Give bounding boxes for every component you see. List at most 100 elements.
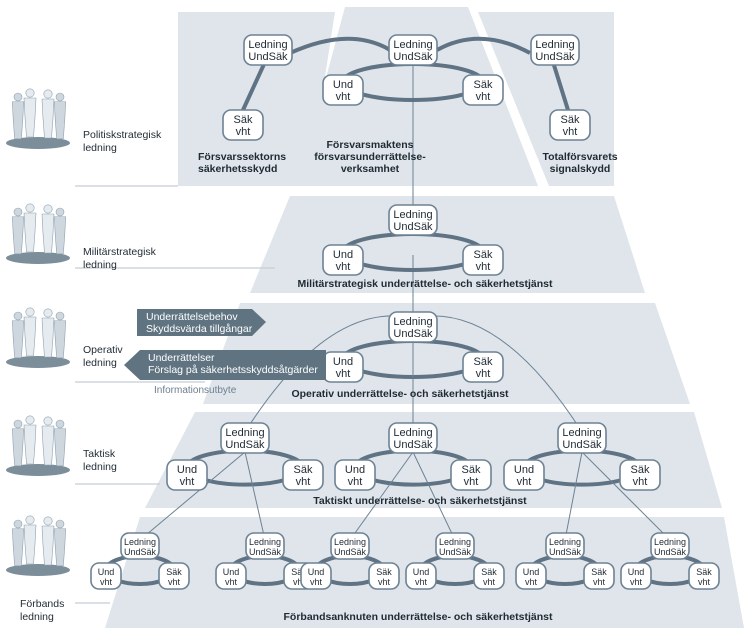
node-box bbox=[462, 74, 504, 106]
panel-forsvarsmakten bbox=[297, 7, 538, 186]
group-shadow bbox=[6, 137, 70, 149]
person-head bbox=[25, 88, 35, 98]
person-body bbox=[53, 320, 67, 359]
node-box bbox=[90, 562, 122, 590]
person-head bbox=[55, 92, 65, 102]
person-head bbox=[55, 311, 65, 321]
person-head bbox=[55, 419, 65, 429]
person-body bbox=[11, 428, 25, 467]
person-body bbox=[11, 216, 25, 255]
caption-operativ: Operativ underrättelse- och säkerhetstjä… bbox=[291, 388, 509, 400]
link-taktisk-forband bbox=[564, 451, 583, 541]
person-body bbox=[23, 424, 37, 465]
node-box bbox=[220, 422, 270, 454]
person-body bbox=[41, 425, 55, 466]
node-box bbox=[450, 459, 492, 491]
panel-totalforsvaret bbox=[478, 12, 614, 186]
person-body bbox=[41, 525, 55, 566]
node-box bbox=[388, 34, 438, 66]
top-link-left bbox=[289, 36, 392, 55]
node-box bbox=[322, 244, 364, 276]
caption-forband: Förbandsanknuten underrättelse- och säke… bbox=[284, 611, 553, 623]
person-body bbox=[23, 212, 37, 253]
node-box bbox=[120, 532, 160, 560]
node-box bbox=[405, 562, 437, 590]
person-head bbox=[13, 92, 23, 102]
node-box bbox=[300, 562, 332, 590]
person-body bbox=[53, 101, 67, 140]
person-head bbox=[13, 519, 23, 529]
person-body bbox=[11, 101, 25, 140]
person-head bbox=[13, 419, 23, 429]
node-box bbox=[557, 422, 607, 454]
person-head bbox=[55, 207, 65, 217]
node-box bbox=[435, 532, 475, 560]
person-body bbox=[11, 320, 25, 359]
group-shadow bbox=[6, 252, 70, 264]
person-body bbox=[41, 317, 55, 358]
link-thick bbox=[551, 61, 570, 111]
person-head bbox=[55, 519, 65, 529]
person-body bbox=[53, 528, 67, 567]
person-body bbox=[23, 97, 37, 138]
person-body bbox=[23, 316, 37, 357]
person-head bbox=[43, 416, 53, 426]
node-box bbox=[650, 532, 690, 560]
person-head bbox=[25, 307, 35, 317]
node-box bbox=[158, 562, 190, 590]
person-body bbox=[53, 428, 67, 467]
group-shadow bbox=[6, 356, 70, 368]
person-body bbox=[11, 528, 25, 567]
link-thick bbox=[241, 61, 267, 111]
panel-forsvarssektorn bbox=[178, 12, 335, 186]
arrow-lower-left bbox=[124, 350, 326, 380]
person-body bbox=[23, 524, 37, 565]
node-box bbox=[503, 459, 545, 491]
node-box bbox=[462, 351, 504, 383]
